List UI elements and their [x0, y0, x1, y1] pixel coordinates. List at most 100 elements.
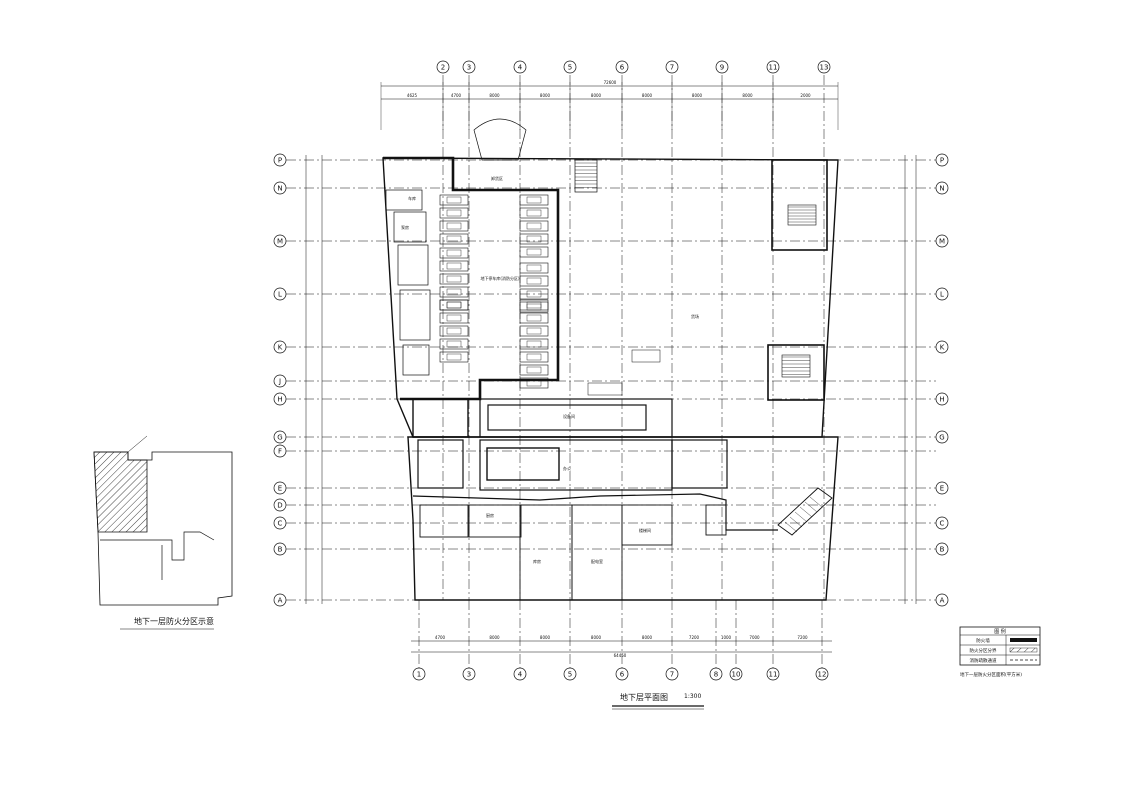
axis-bubble — [815, 667, 829, 681]
axis-bubble-left — [273, 340, 287, 354]
ramp-tread — [804, 501, 818, 513]
parking-stall-right-car — [526, 248, 542, 256]
axis-bubble — [715, 60, 729, 74]
room — [399, 289, 431, 341]
upper-pool — [487, 404, 647, 431]
axis-bubble — [615, 60, 629, 74]
dimension-total-top: 72600 — [604, 80, 617, 85]
parking-stall-left — [439, 233, 469, 245]
axis-bubble-right — [935, 430, 949, 444]
room-lower — [419, 504, 469, 538]
ramp-tread — [809, 496, 823, 508]
legend-row-label: 消防疏散通道 — [970, 657, 997, 664]
parking-stall-right — [519, 220, 549, 232]
axis-bubble — [766, 667, 780, 681]
parking-stall-right — [519, 301, 549, 313]
legend-row-label: 防火分区分界 — [970, 647, 997, 654]
parking-stall-left — [439, 351, 469, 363]
stair-core — [787, 204, 817, 226]
room-label: 配电室 — [591, 558, 603, 564]
axis-label-top: 11 — [769, 64, 778, 72]
axis-bubble-right — [935, 153, 949, 167]
parking-stall-right — [519, 325, 549, 337]
stair-core — [781, 354, 811, 378]
legend-note: 地下一层防火分区面积(平方米) — [960, 671, 1022, 678]
axis-label-bottom: 11 — [769, 671, 778, 679]
dimension-bottom: 7200 — [689, 635, 700, 640]
axis-bubble — [412, 667, 426, 681]
axis-bubble — [665, 60, 679, 74]
axis-bubble — [729, 667, 743, 681]
parking-stall-left — [439, 312, 469, 324]
dimension-top: 4625 — [407, 93, 418, 98]
axis-label-right: L — [940, 291, 944, 299]
axis-label-left: M — [277, 238, 283, 246]
parking-stall-right-car — [526, 303, 542, 311]
axis-bubble-left — [273, 498, 287, 512]
ramp-tread — [784, 521, 798, 533]
axis-label-top: 5 — [568, 64, 572, 72]
key-plan-title: 地下一层防火分区示意 — [134, 617, 214, 626]
axis-bubble — [665, 667, 679, 681]
axis-bubble — [462, 60, 476, 74]
parking-stall-right — [519, 275, 549, 287]
axis-bubble-left — [273, 542, 287, 556]
axis-label-right: E — [940, 485, 944, 493]
axis-bubble-right — [935, 392, 949, 406]
ramp-tread — [789, 516, 803, 528]
axis-label-bottom: 5 — [568, 671, 572, 679]
parking-stall-left — [439, 273, 469, 285]
core-right-lower — [671, 439, 728, 489]
axis-label-bottom: 10 — [732, 671, 741, 679]
parking-stall-left — [439, 286, 469, 298]
axis-label-bottom: 6 — [620, 671, 625, 679]
dimension-bottom: 7000 — [749, 635, 760, 640]
axis-label-left: L — [278, 291, 282, 299]
parking-stall-right — [519, 207, 549, 219]
axis-label-bottom: 7 — [670, 671, 674, 679]
key-plan-leader — [127, 435, 148, 453]
parking-stall-left — [439, 338, 469, 350]
axis-label-right: H — [939, 396, 944, 404]
room-label: 地下停车库(消防分区) — [480, 275, 520, 281]
dimension-bottom: 8000 — [540, 635, 551, 640]
axis-bubble-left — [273, 481, 287, 495]
parking-stall-left — [439, 207, 469, 219]
lower-pool — [486, 447, 560, 481]
axis-bubble — [563, 60, 577, 74]
parking-stall-left — [439, 299, 469, 311]
dimension-bottom: 8000 — [591, 635, 602, 640]
axis-label-left: K — [278, 344, 283, 352]
dimension-bottom: 7200 — [797, 635, 808, 640]
parking-stall-left-car — [446, 222, 462, 230]
parking-stall-left-car — [446, 340, 462, 348]
entrance-ramp — [473, 118, 527, 161]
dimension-top: 8000 — [692, 93, 703, 98]
axis-bubble-left — [273, 392, 287, 406]
legend-swatch-zone — [1009, 647, 1038, 653]
parking-stall-left — [439, 260, 469, 272]
axis-bubble — [766, 60, 780, 74]
room-lower — [468, 504, 522, 538]
parking-stall-left-car — [446, 314, 462, 322]
axis-bubble — [436, 60, 450, 74]
parking-stall-right — [519, 312, 549, 324]
room — [397, 244, 429, 286]
parking-stall-left-car — [446, 353, 462, 361]
core-top-right — [771, 159, 828, 251]
room-lower — [621, 504, 673, 546]
key-plan-fire-zone — [93, 451, 148, 533]
axis-bubble-right — [935, 593, 949, 607]
axis-bubble-right — [935, 287, 949, 301]
axis-label-top: 13 — [820, 64, 829, 72]
axis-label-top: 2 — [441, 64, 445, 72]
parking-stall-right — [519, 288, 549, 300]
axis-bubble-right — [935, 481, 949, 495]
axis-bubble-left — [273, 430, 287, 444]
room — [385, 189, 423, 211]
parking-stall-right — [519, 299, 549, 311]
axis-label-left: P — [278, 157, 282, 165]
axis-bubble — [513, 667, 527, 681]
parking-stall-left — [439, 299, 469, 311]
dimension-bottom: 1000 — [721, 635, 732, 640]
